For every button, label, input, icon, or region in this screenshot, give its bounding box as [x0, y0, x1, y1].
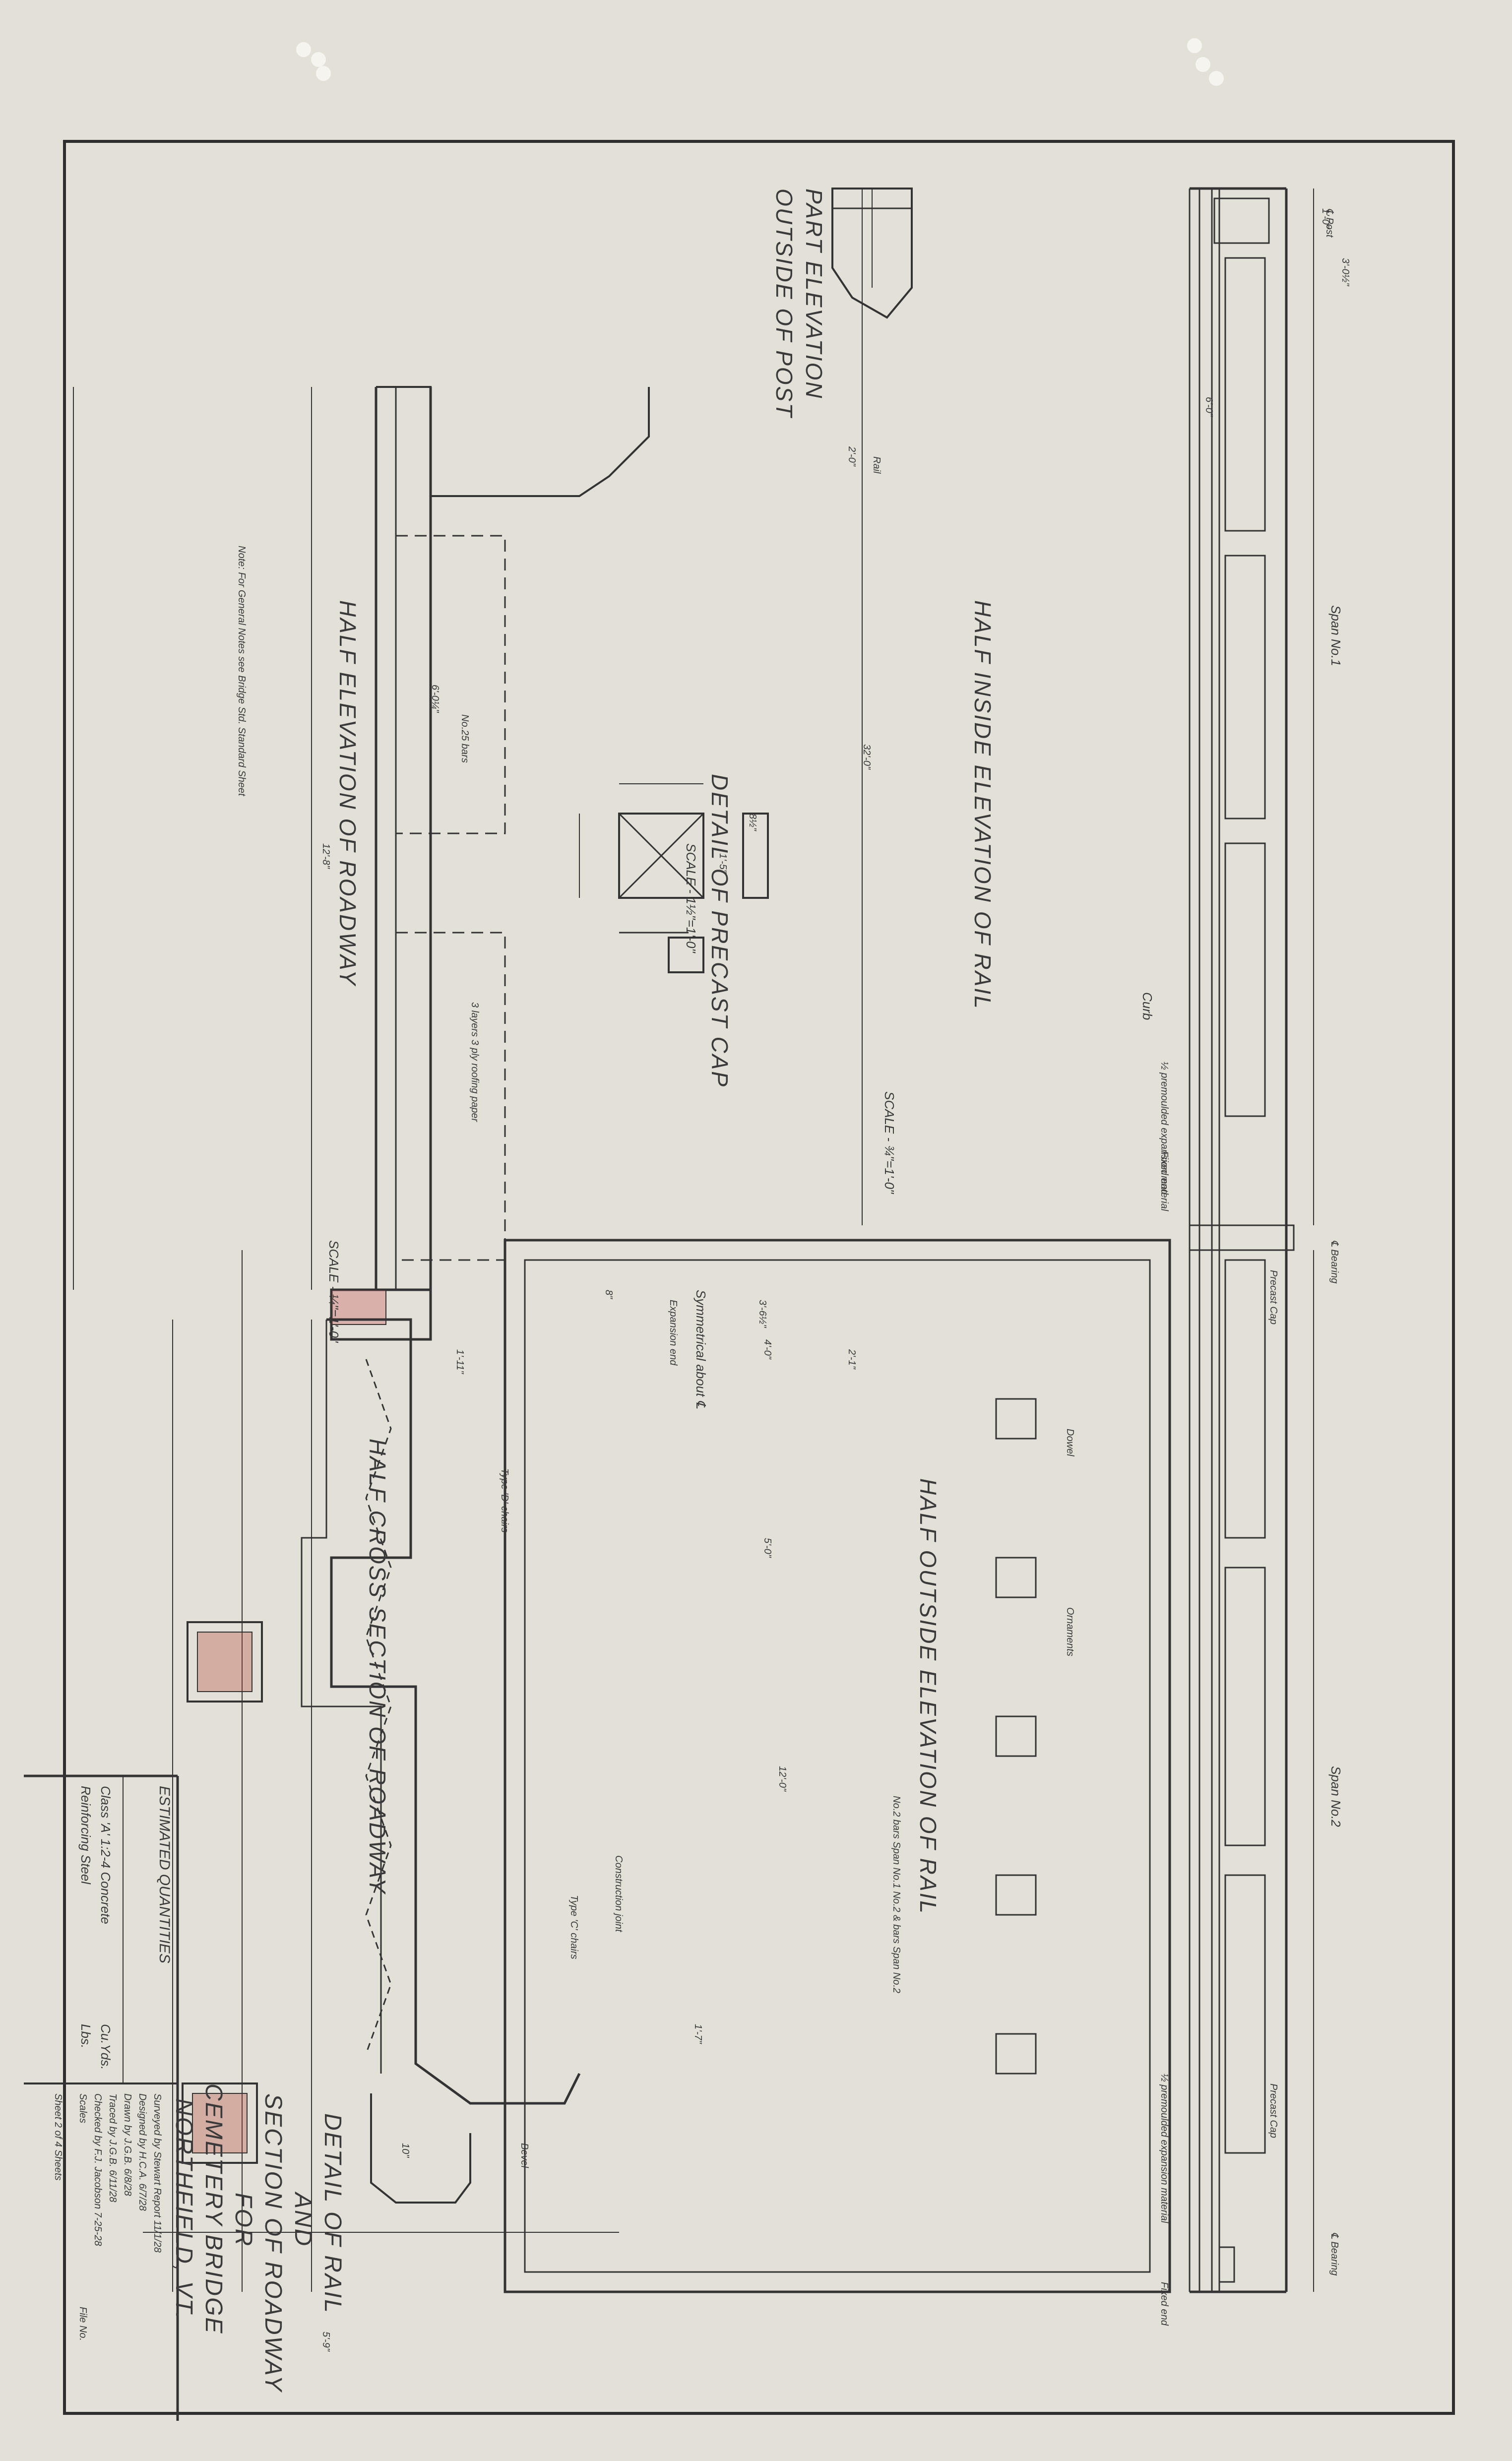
- sheet-number: Sheet 2 of 4 Sheets: [53, 2093, 63, 2181]
- dim-1-7: 1'-7": [693, 2024, 703, 2044]
- outside-of-post-title: OUTSIDE OF POST: [771, 189, 797, 419]
- quantities-row2-label: Reinforcing Steel: [78, 1786, 93, 1884]
- title-line3: SECTION OF ROADWAY: [260, 2093, 286, 2393]
- dim-6-0-quarter: 6'-0¼": [430, 685, 441, 713]
- rail-elevation: [242, 187, 1314, 2293]
- dim-2-0: 2'-0": [846, 446, 857, 466]
- dim-10: 10": [400, 2143, 411, 2158]
- title-block-frame: [24, 1774, 179, 2421]
- dim-5-0: 5'-0": [762, 1538, 773, 1558]
- surveyed-by: Surveyed by Stewart Report 11/1/28: [152, 2093, 163, 2253]
- paper-joint-label: 3 layers 3 ply roofing paper: [469, 1002, 480, 1122]
- dim-6-0: 6'-0": [1203, 397, 1214, 417]
- dim-1-0: 1'-0": [1320, 208, 1331, 228]
- general-note: Note: For General Notes see Bridge Std. …: [236, 546, 247, 796]
- dim-8: 8": [603, 1290, 614, 1299]
- half-outside-elevation-title: HALF OUTSIDE ELEVATION OF RAIL: [915, 1478, 941, 1915]
- precast-cap-title: DETAIL OF PRECAST CAP: [707, 774, 733, 1088]
- expansion-material-label: ½ premoulded expansion material: [1159, 1062, 1170, 1211]
- bearing-label-top: ℄ Bearing: [1329, 1240, 1340, 1284]
- part-elevation-title: PART ELEVATION: [801, 189, 827, 400]
- dim-32-0: 32'-0": [861, 744, 872, 769]
- roadway-elevation: [73, 386, 650, 1341]
- dim-3-0-half: 3'-0½": [1340, 258, 1351, 286]
- title-line2: AND: [290, 2193, 316, 2248]
- type-d-chairs-label: Type 'D' chairs: [499, 1468, 510, 1533]
- sheet-border: [63, 140, 1455, 2415]
- binder-hole: [296, 42, 311, 57]
- rail-label: Rail: [871, 456, 882, 474]
- roadway-scale: SCALE - ¼"=1'-0": [326, 1240, 341, 1343]
- binder-hole: [1187, 38, 1202, 53]
- ornaments-label: Ornaments: [1065, 1607, 1075, 1656]
- precast-cap-scale: SCALE - 1½"=1'-0": [684, 843, 698, 953]
- expansion-material-label-2: ½ premoulded expansion material: [1159, 2074, 1170, 2223]
- rail-scale: SCALE - ¾"=1'-0": [882, 1091, 897, 1194]
- title-line1: DETAIL OF RAIL: [319, 2113, 346, 2314]
- binder-hole: [1209, 71, 1224, 86]
- bevel-label: Bevel: [519, 2143, 530, 2168]
- quantities-row2-unit: Lbs.: [78, 2024, 93, 2049]
- cross-section: [143, 1318, 619, 2292]
- construction-joint-label: Construction joint: [613, 1855, 624, 1932]
- drawn-by: Drawn by J.G.B. 6/8/28: [122, 2093, 133, 2196]
- precast-cap-label: Precast Cap: [1268, 1270, 1279, 1325]
- title-line6: NORTHFIELD, VT.: [171, 2098, 197, 2321]
- checked-by: Checked by F.J. Jacobson 7-25-28: [92, 2093, 103, 2246]
- no25-bars-label: No.25 bars: [459, 714, 470, 763]
- dim-4-0: 4'-0": [762, 1339, 773, 1359]
- designed-by: Designed by H.C.A. 6/7/28: [137, 2093, 148, 2211]
- expansion-end-label: Expansion end: [668, 1300, 679, 1366]
- quantities-row1-unit: Cu.Yds.: [98, 2024, 113, 2070]
- half-elevation-roadway-title: HALF ELEVATION OF ROADWAY: [335, 600, 361, 987]
- dim-3-6-half: 3'-6½": [757, 1300, 768, 1328]
- dim-5-9: 5'-9": [320, 2332, 331, 2351]
- title-line5: CEMETERY BRIDGE: [200, 2083, 227, 2335]
- symmetrical-note: Symmetrical about ℄: [693, 1290, 708, 1409]
- precast-cap-detail: [579, 783, 769, 973]
- type-c-chairs-label: Type 'C' chairs: [568, 1895, 579, 1959]
- precast-cap-label-2: Precast Cap: [1268, 2083, 1279, 2139]
- bearing-label-bottom: ℄ Bearing: [1329, 2232, 1340, 2276]
- curb-label: Curb: [1140, 992, 1155, 1020]
- half-inside-elevation-title: HALF INSIDE ELEVATION OF RAIL: [970, 600, 996, 1010]
- dim-8-half: 8½": [747, 814, 758, 831]
- binder-hole: [1196, 57, 1210, 72]
- binder-hole: [316, 66, 331, 81]
- half-cross-section-title: HALF CROSS SECTION OF ROADWAY: [365, 1439, 390, 1895]
- dowel-label: Dowel: [1065, 1429, 1075, 1456]
- traced-by: Traced by J.G.B. 6/11/28: [107, 2093, 118, 2203]
- title-line4: FOR: [230, 2193, 256, 2248]
- post-elevation: [831, 188, 913, 319]
- dim-12-0: 12'-0": [777, 1766, 788, 1791]
- bars-note: No.2 bars Span No.1 No.2 & bars Span No.…: [891, 1796, 902, 1994]
- span1-label: Span No.1: [1328, 605, 1343, 666]
- fixed-end-label-2: Fixed end: [1159, 2282, 1170, 2326]
- quantities-row1-label: Class 'A' 1:2-4 Concrete: [98, 1786, 113, 1924]
- dim-1-5: 1'-5": [717, 853, 728, 873]
- binder-hole: [311, 52, 326, 67]
- dim-12-8: 12'-8": [320, 843, 331, 869]
- quantities-header: ESTIMATED QUANTITIES: [156, 1786, 173, 1963]
- span2-label: Span No.2: [1328, 1766, 1343, 1827]
- dim-2-1: 2'-1": [846, 1349, 857, 1369]
- dim-1-11: 1'-11": [454, 1349, 465, 1374]
- scales-label: Scales: [77, 2093, 88, 2124]
- file-no: File No.: [77, 2307, 88, 2341]
